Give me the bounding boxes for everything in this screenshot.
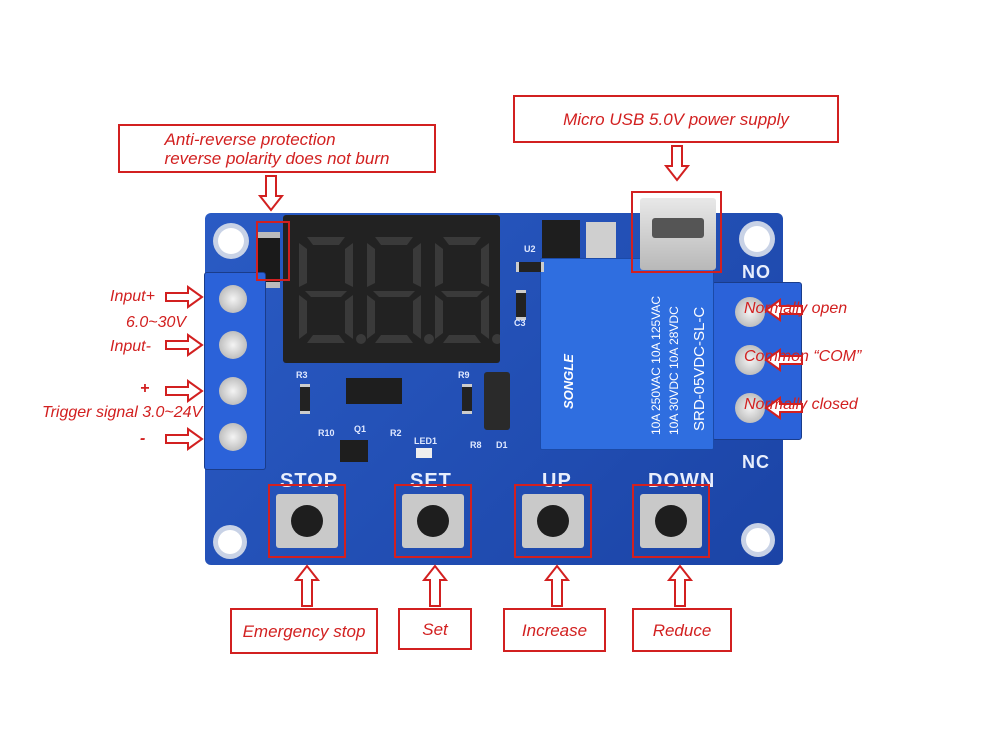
label-common: Common “COM” [744, 348, 862, 365]
silk-no: NO [742, 262, 771, 282]
arrow-left-icon [764, 298, 803, 322]
label-normally-open: Normally open [744, 300, 848, 317]
up-button[interactable] [522, 494, 584, 548]
arrow-down-icon [663, 145, 691, 182]
silk-stop: STOP [280, 470, 339, 492]
highlight-usb [631, 191, 722, 273]
label-input-plus: Input+ [110, 288, 155, 305]
seven-segment-display [283, 215, 502, 363]
silk-set: SET [410, 470, 452, 492]
set-callout: Set [398, 608, 472, 650]
button-cap [291, 505, 323, 537]
resistor [300, 384, 310, 414]
silk-r2: R2 [390, 428, 402, 438]
label-input-minus: Input- [110, 338, 151, 355]
arrow-left-icon [764, 348, 803, 372]
silk-r8: R8 [470, 440, 482, 450]
label-voltage-range: 6.0~30V [126, 314, 187, 331]
micro-usb-port [640, 198, 716, 270]
anti-reverse-line-1: Anti-reverse protection [164, 129, 336, 149]
label-trigger-minus: - [140, 430, 146, 447]
label-trigger-signal: Trigger signal 3.0~24V [42, 404, 203, 421]
highlight-stop [268, 484, 346, 558]
terminal-screw [735, 393, 765, 423]
relay: SONGLE SRD-05VDC-SL-C 10A 250VAC 10A 125… [540, 258, 714, 450]
arrow-left-icon [764, 396, 803, 420]
led1 [416, 448, 432, 458]
regulator-tab [586, 222, 616, 258]
highlight-diode [256, 221, 290, 281]
down-button[interactable] [640, 494, 702, 548]
u2-chip [542, 220, 580, 258]
mounting-hole [746, 528, 770, 552]
silk-u2: U2 [524, 244, 536, 254]
micro-usb-callout: Micro USB 5.0V power supply [513, 95, 839, 143]
transistor-q1 [340, 440, 368, 462]
terminal-screw [735, 297, 765, 327]
terminal-screw [219, 331, 247, 359]
highlight-up [514, 484, 592, 558]
silk-q1: Q1 [354, 424, 367, 434]
stop-button[interactable] [276, 494, 338, 548]
anti-reverse-line-2: reverse polarity does not burn [164, 148, 390, 168]
silk-down: DOWN [648, 470, 716, 492]
increase-callout: Increase [503, 608, 606, 652]
arrow-up-icon [543, 564, 571, 607]
terminal-screw [735, 345, 765, 375]
label-trigger-plus: + [140, 380, 150, 397]
highlight-down [632, 484, 710, 558]
emergency-stop-callout: Emergency stop [230, 608, 378, 654]
mounting-hole [744, 226, 770, 252]
usb-socket [652, 218, 704, 238]
anti-reverse-callout: Anti-reverse protection reverse polarity… [118, 124, 436, 173]
terminal-screw [219, 285, 247, 313]
button-cap [655, 505, 687, 537]
silk-d1: D1 [496, 440, 508, 450]
arrow-up-icon [666, 564, 694, 607]
terminal-screw [219, 423, 247, 451]
button-cap [417, 505, 449, 537]
resistor [516, 262, 544, 272]
arrow-right-icon [165, 285, 204, 309]
set-button[interactable] [402, 494, 464, 548]
button-cap [537, 505, 569, 537]
arrow-right-icon [165, 379, 204, 403]
mounting-hole [218, 530, 242, 554]
mounting-hole [218, 228, 244, 254]
highlight-set [394, 484, 472, 558]
silk-led1: LED1 [414, 436, 438, 446]
arrow-up-icon [421, 564, 449, 607]
label-normally-closed: Normally closed [744, 396, 858, 413]
silk-r3: R3 [296, 370, 308, 380]
silk-r10: R10 [318, 428, 335, 438]
resistor [462, 384, 472, 414]
silk-up: UP [542, 470, 572, 492]
display-digits [299, 237, 502, 344]
silk-r9: R9 [458, 370, 470, 380]
diode-d1 [484, 372, 510, 430]
arrow-down-icon [257, 175, 285, 212]
silk-nc: NC [742, 452, 770, 472]
input-terminal-block [204, 272, 266, 470]
arrow-right-icon [165, 427, 204, 451]
reduce-callout: Reduce [632, 608, 732, 652]
silk-c3: C3 [514, 318, 526, 328]
optocoupler [346, 378, 402, 404]
terminal-screw [219, 377, 247, 405]
arrow-up-icon [293, 564, 321, 607]
resistor [516, 290, 526, 320]
arrow-right-icon [165, 333, 204, 357]
